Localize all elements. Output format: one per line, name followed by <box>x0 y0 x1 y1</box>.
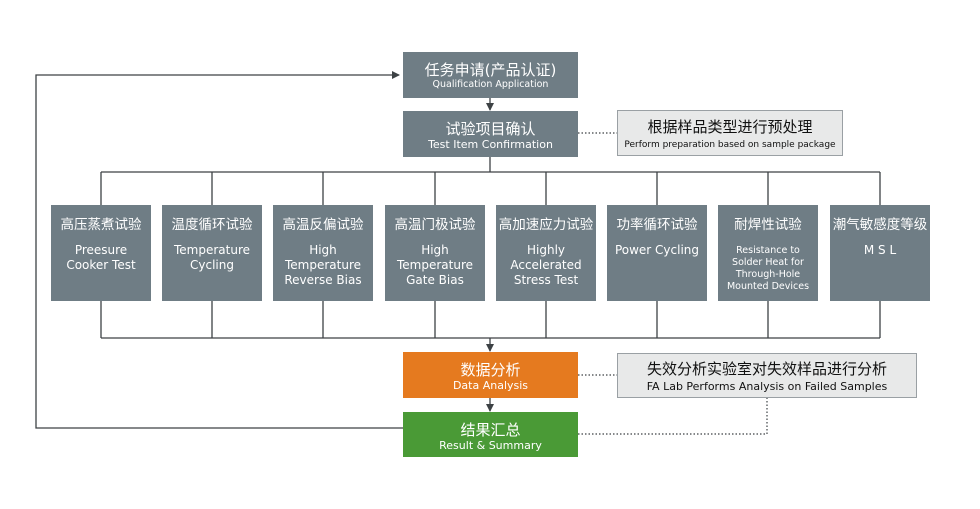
test-label-en: High Temperature Reverse Bias <box>284 243 362 287</box>
test-label-en: M S L <box>863 243 897 257</box>
note-fa-lab-en: FA Lab Performs Analysis on Failed Sampl… <box>646 380 888 393</box>
test-drop-lines <box>100 172 881 338</box>
test-label-zh: 潮气敏感度等级 <box>832 217 928 233</box>
test-box-htgb: 高温门极试验 High Temperature Gate Bias <box>385 205 485 301</box>
step-result-summary: 结果汇总 Result & Summary <box>403 412 578 457</box>
test-box-solder-heat: 耐焊性试验 Resistance to Solder Heat for Thro… <box>718 205 818 301</box>
step-confirmation-en: Test Item Confirmation <box>428 138 553 151</box>
test-box-hast: 高加速应力试验 Highly Accelerated Stress Test <box>496 205 596 301</box>
step-qualification-zh: 任务申请(产品认证) <box>424 61 557 79</box>
test-box-temperature-cycling: 温度循环试验 Temperature Cycling <box>162 205 262 301</box>
test-label-zh: 温度循环试验 <box>171 217 253 233</box>
test-box-power-cycling: 功率循环试验 Power Cycling <box>607 205 707 301</box>
test-label-zh: 高温门极试验 <box>394 217 476 233</box>
step-data-analysis: 数据分析 Data Analysis <box>403 352 578 398</box>
step-summary-zh: 结果汇总 <box>460 421 521 439</box>
test-label-zh: 高温反偏试验 <box>282 217 364 233</box>
test-box-htrb: 高温反偏试验 High Temperature Reverse Bias <box>273 205 373 301</box>
note-pretreatment: 根据样品类型进行预处理 Perform preparation based on… <box>617 110 843 156</box>
test-label-zh: 高加速应力试验 <box>498 217 594 233</box>
feedback-loop-line <box>35 71 403 429</box>
test-label-zh: 耐焊性试验 <box>734 217 802 233</box>
step-analysis-zh: 数据分析 <box>460 361 521 379</box>
step-analysis-en: Data Analysis <box>452 379 529 392</box>
step-qualification-application: 任务申请(产品认证) Qualification Application <box>403 52 578 98</box>
test-label-en: Preesure Cooker Test <box>66 243 136 272</box>
step-confirmation-zh: 试验项目确认 <box>445 120 536 138</box>
test-box-msl: 潮气敏感度等级 M S L <box>830 205 930 301</box>
step-summary-en: Result & Summary <box>439 439 542 452</box>
test-label-en: Highly Accelerated Stress Test <box>510 243 582 287</box>
test-label-zh: 功率循环试验 <box>616 217 698 233</box>
test-label-zh: 高压蒸煮试验 <box>60 217 142 233</box>
step-test-item-confirmation: 试验项目确认 Test Item Confirmation <box>403 111 578 157</box>
note-fa-lab-zh: 失效分析实验室对失效样品进行分析 <box>646 360 887 378</box>
note-fa-lab: 失效分析实验室对失效样品进行分析 FA Lab Performs Analysi… <box>617 353 917 398</box>
step-qualification-en: Qualification Application <box>432 79 549 90</box>
dotted-link-summary-fa <box>578 398 768 435</box>
test-label-en: Power Cycling <box>614 243 700 257</box>
test-label-en: Temperature Cycling <box>173 243 250 272</box>
note-pretreatment-zh: 根据样品类型进行预处理 <box>647 118 813 136</box>
test-box-pressure-cooker: 高压蒸煮试验 Preesure Cooker Test <box>51 205 151 301</box>
test-label-en: Resistance to Solder Heat for Through-Ho… <box>726 245 810 292</box>
test-label-en: High Temperature Gate Bias <box>396 243 473 287</box>
note-pretreatment-en: Perform preparation based on sample pack… <box>624 140 836 150</box>
